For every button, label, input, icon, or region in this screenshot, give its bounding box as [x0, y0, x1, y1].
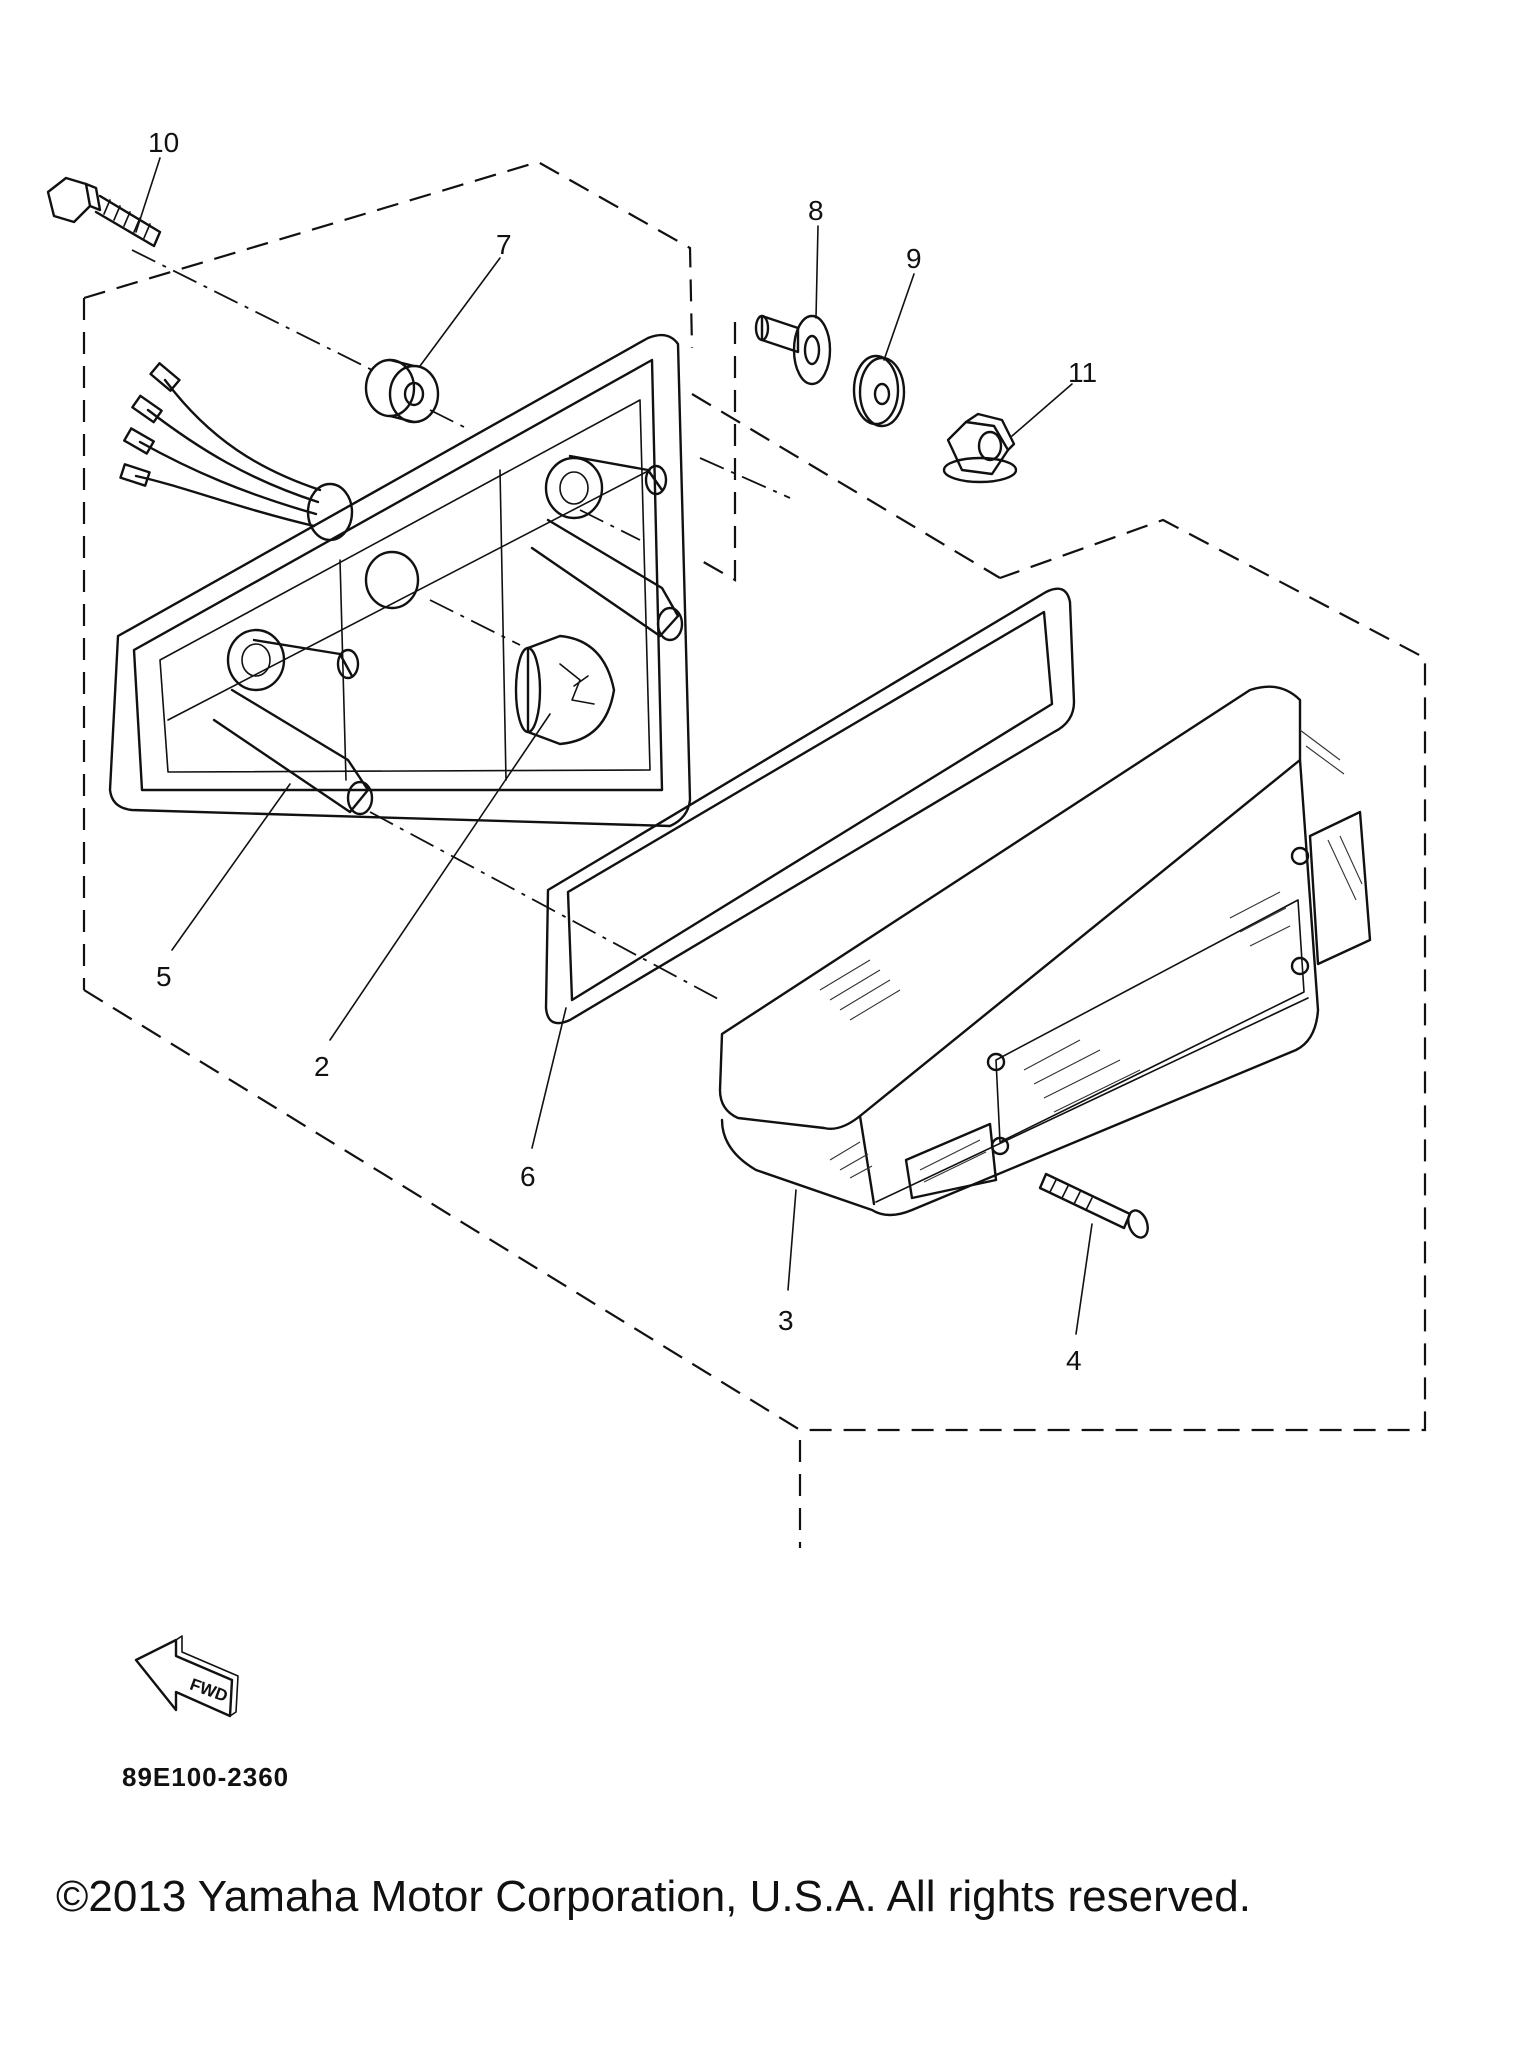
- callout-4: 7: [496, 229, 512, 260]
- washer: [852, 354, 906, 428]
- lens-screw: [1038, 1172, 1149, 1239]
- figure-code: 89E100-2360: [122, 1762, 289, 1792]
- collar: [754, 314, 832, 386]
- flange-bolt: [46, 176, 162, 248]
- lamp-base-housing: [108, 333, 692, 828]
- callout-1: 10: [148, 127, 179, 158]
- copyright-notice: ©2013 Yamaha Motor Corporation, U.S.A. A…: [56, 1872, 1251, 1921]
- callout-5: 11: [1068, 357, 1097, 388]
- grommet: [364, 358, 440, 424]
- callout-3: 9: [906, 243, 922, 274]
- callout-8: 6: [520, 1161, 536, 1192]
- forward-arrow: FWD: [134, 1635, 239, 1718]
- assembly-boundary: [82, 160, 1427, 1548]
- lens: [718, 685, 1372, 1217]
- callout-6: 5: [156, 961, 172, 992]
- callout-10: 4: [1066, 1345, 1082, 1376]
- callout-9: 3: [778, 1305, 794, 1336]
- callout-7: 2: [314, 1051, 330, 1082]
- flange-nut: [942, 412, 1018, 484]
- alignment-lines: [131, 249, 791, 1001]
- callout-2: 8: [808, 195, 824, 226]
- bulb: [514, 634, 616, 746]
- leader-lines: [135, 157, 1093, 1335]
- callout-labels: 10 8 9 7 11 5 2 6 3 4: [148, 127, 1097, 1376]
- gasket: [544, 587, 1076, 1025]
